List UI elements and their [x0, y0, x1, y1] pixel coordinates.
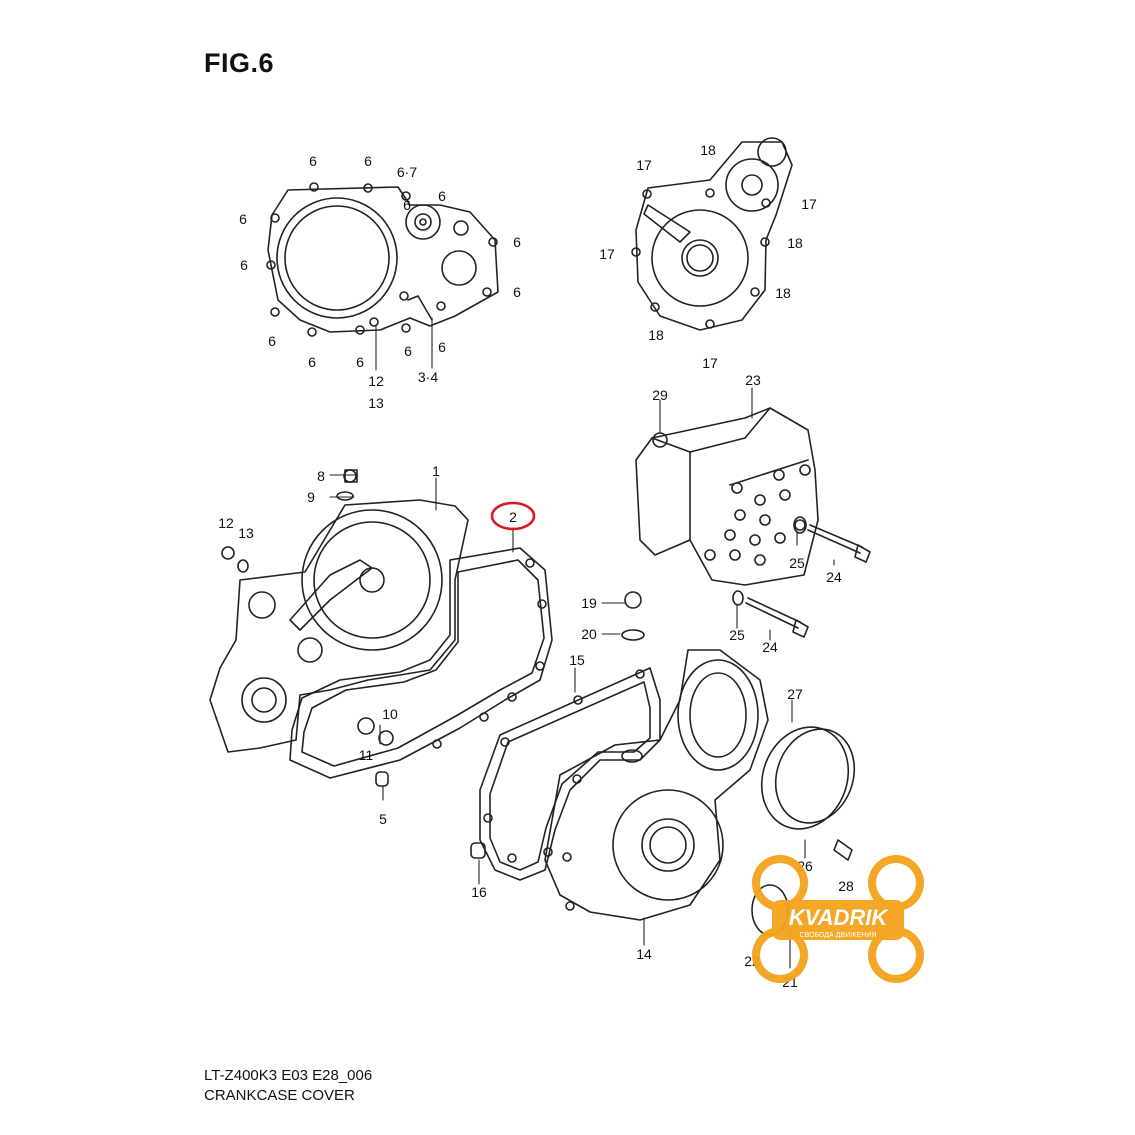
- callout: 27: [787, 686, 803, 702]
- highlight-label: 2: [509, 509, 517, 525]
- watermark-slogan: СВОБОДА ДВИЖЕНИЯ: [800, 932, 877, 939]
- callout: 6: [240, 257, 248, 273]
- upper-left-cover-drawing: [266, 182, 499, 337]
- watermark-brand: KVADRIK: [789, 905, 890, 930]
- callout: 6: [438, 339, 446, 355]
- callout: 3·4: [418, 369, 438, 385]
- leader-lines: [329, 317, 835, 969]
- bolts-24-drawing: [732, 516, 871, 638]
- callout: 29: [652, 387, 668, 403]
- callout: 18: [775, 285, 791, 301]
- part-15-gasket-drawing: [470, 667, 661, 881]
- callout: 8: [317, 468, 325, 484]
- callout: 15: [569, 652, 585, 668]
- callout: 18: [648, 327, 664, 343]
- callout: 28: [838, 878, 854, 894]
- callout-labels: 6 6 6·7 6 6 6 6 6 6 6 6 6 6 6 12 13 3·4 …: [218, 142, 854, 990]
- callout: 11: [359, 747, 374, 763]
- callout: 24: [762, 639, 778, 655]
- callout: 6: [356, 354, 364, 370]
- callout: 6: [268, 333, 276, 349]
- callout: 23: [745, 372, 761, 388]
- callout: 20: [581, 626, 597, 642]
- callout: 6: [364, 153, 372, 169]
- callout: 10: [382, 706, 398, 722]
- callout: 24: [826, 569, 842, 585]
- callout: 1: [432, 463, 440, 479]
- callout: 18: [700, 142, 716, 158]
- callout: 17: [599, 246, 615, 262]
- callout: 12: [368, 373, 384, 389]
- callout: 6·7: [397, 164, 417, 180]
- part-23-block-drawing: [635, 407, 819, 586]
- tire-tread-logo-icon: [752, 855, 924, 983]
- part-2-gasket-drawing: [289, 547, 553, 787]
- callout: 6: [239, 211, 247, 227]
- callout: 6: [438, 188, 446, 204]
- figure-caption: CRANKCASE COVER: [204, 1087, 355, 1104]
- upper-right-cover-drawing: [631, 137, 793, 331]
- callout: 18: [787, 235, 803, 251]
- callout: 13: [238, 525, 254, 541]
- callout: 14: [636, 946, 652, 962]
- callout: 17: [636, 157, 652, 173]
- callout: 6: [513, 284, 521, 300]
- callout: 13: [368, 395, 384, 411]
- model-code: LT-Z400K3 E03 E28_006: [204, 1067, 373, 1084]
- callout: 17: [702, 355, 718, 371]
- watermark-logo: KVADRIK СВОБОДА ДВИЖЕНИЯ: [752, 855, 924, 983]
- callout: 25: [729, 627, 745, 643]
- callout: 16: [471, 884, 487, 900]
- callout: 6: [513, 234, 521, 250]
- callout: 17: [801, 196, 817, 212]
- highlight-ring: [490, 501, 536, 531]
- callout: 6: [404, 343, 412, 359]
- callout: 6: [308, 354, 316, 370]
- callout: 9: [307, 489, 315, 505]
- callout: 6: [309, 153, 317, 169]
- part-14-cover-drawing: [543, 591, 769, 921]
- callout: 12: [218, 515, 234, 531]
- callout: 19: [581, 595, 597, 611]
- callout: 25: [789, 555, 805, 571]
- part-1-cover-drawing: [209, 469, 469, 753]
- figure-title: FIG.6: [204, 48, 275, 78]
- callout: 5: [379, 811, 387, 827]
- callout: 6: [403, 197, 411, 213]
